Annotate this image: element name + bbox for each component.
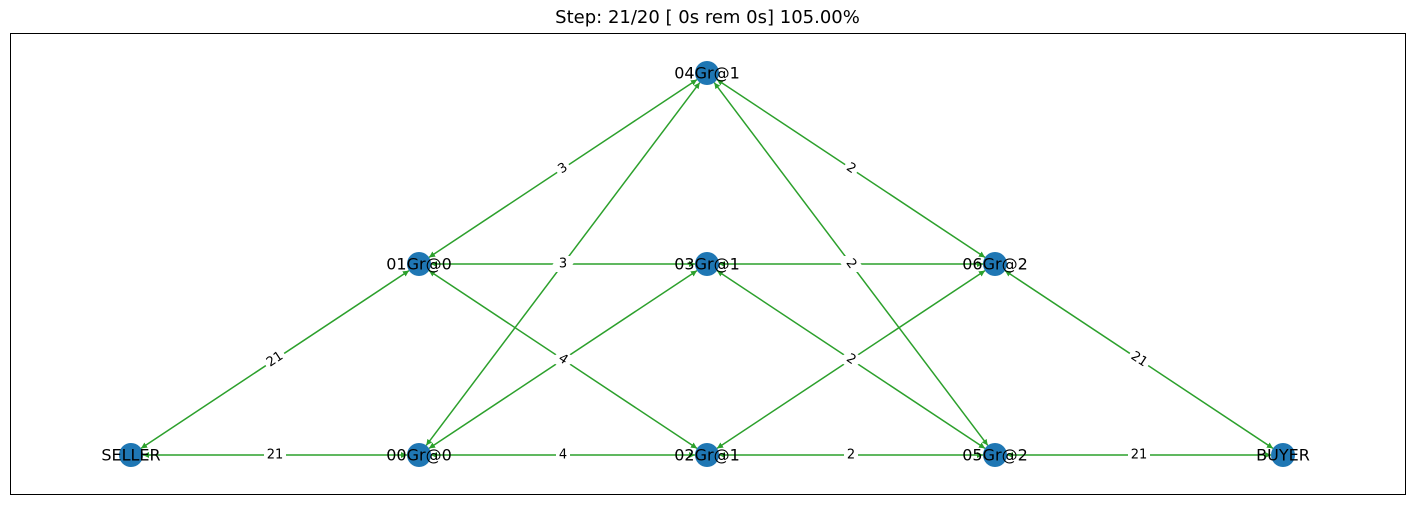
edge-label-group: 3 xyxy=(552,157,574,180)
edge-label-background xyxy=(552,157,574,180)
node-label-buyer: BUYER xyxy=(1256,446,1310,465)
edge-label-background xyxy=(264,447,286,463)
node-buyer xyxy=(1271,443,1295,467)
edge-label-group: 4 xyxy=(552,348,574,371)
edge-label: 21 xyxy=(1131,448,1148,463)
edge-label-background xyxy=(261,346,289,373)
node-01gr-0 xyxy=(407,252,431,276)
edge-label: 3 xyxy=(559,257,567,272)
edge-label-background xyxy=(840,348,862,371)
plot-frame xyxy=(10,33,1406,495)
node-label-01gr-0: 01Gr@0 xyxy=(386,255,452,274)
edge-label-group: 4 xyxy=(556,447,570,463)
node-04gr-1 xyxy=(695,61,719,85)
node-03gr-1 xyxy=(695,252,719,276)
edge-label-group: 2 xyxy=(840,157,862,180)
edge-label-group: 21 xyxy=(1128,447,1150,463)
plot-title: Step: 21/20 [ 0s rem 0s] 105.00% xyxy=(555,7,860,28)
edge-label-background xyxy=(556,447,570,463)
node-label-06gr-2: 06Gr@2 xyxy=(962,255,1028,274)
edge-label-group: 2 xyxy=(844,447,858,463)
edge-label-group: 21 xyxy=(1125,346,1153,373)
node-label-05gr-2: 05Gr@2 xyxy=(962,446,1028,465)
edge-label-group: 3 xyxy=(556,256,570,272)
edge-label-group: 2 xyxy=(840,348,862,371)
node-label-00gr-0: 00Gr@0 xyxy=(386,446,452,465)
edge-label-background xyxy=(1125,346,1153,373)
edge-label-background xyxy=(552,348,574,371)
edge-label-group: 21 xyxy=(264,447,286,463)
edge-label-background xyxy=(840,157,862,180)
nodes-layer xyxy=(119,61,1295,467)
node-label-03gr-1: 03Gr@1 xyxy=(674,255,740,274)
node-label-seller: SELLER xyxy=(101,446,160,465)
node-label-02gr-1: 02Gr@1 xyxy=(674,446,740,465)
node-seller xyxy=(119,443,143,467)
node-label-04gr-1: 04Gr@1 xyxy=(674,64,740,83)
edge-label: 2 xyxy=(847,448,855,463)
edge-labels-layer: 21214434332222222121 xyxy=(261,157,1153,463)
edge-label: 4 xyxy=(559,448,567,463)
edge-label-background xyxy=(556,256,570,272)
node-00gr-0 xyxy=(407,443,431,467)
edge-label-background xyxy=(844,447,858,463)
edge-label-background xyxy=(840,253,862,275)
edge-label-background xyxy=(1128,447,1150,463)
node-05gr-2 xyxy=(983,443,1007,467)
node-labels-layer: SELLER 00Gr@0 01Gr@0 02Gr@1 03Gr@1 04Gr@1 05Gr… xyxy=(101,64,1310,465)
edge-label: 21 xyxy=(267,448,284,463)
edge-label-group: 2 xyxy=(840,253,862,275)
node-06gr-2 xyxy=(983,252,1007,276)
edge-label-group: 21 xyxy=(261,346,289,373)
node-02gr-1 xyxy=(695,443,719,467)
